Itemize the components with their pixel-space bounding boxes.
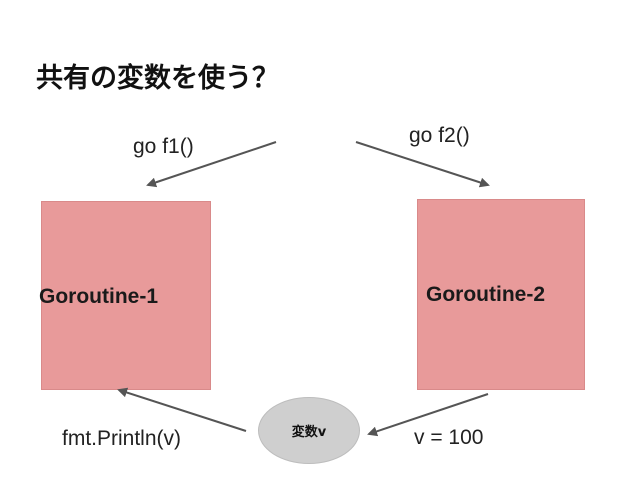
goroutine-1-label: Goroutine-1 xyxy=(39,285,158,308)
arrow-to-goroutine-1 xyxy=(146,141,277,188)
go-f2-label: go f2() xyxy=(409,124,470,147)
arrow-write-to-variable xyxy=(367,393,489,437)
arrow-to-goroutine-2 xyxy=(355,141,490,188)
slide-title: 共有の変数を使う？ xyxy=(36,63,279,94)
arrow-read-from-variable xyxy=(117,387,247,432)
assign-label: v = 100 xyxy=(414,426,484,449)
shared-variable-label: 変数v xyxy=(291,425,327,440)
goroutine-2-box xyxy=(417,199,585,390)
goroutine-2-label: Goroutine-2 xyxy=(426,283,545,306)
println-label: fmt.Println(v) xyxy=(62,427,182,450)
shared-variable-node: 変数v xyxy=(258,397,360,464)
go-f1-label: go f1() xyxy=(133,135,194,158)
